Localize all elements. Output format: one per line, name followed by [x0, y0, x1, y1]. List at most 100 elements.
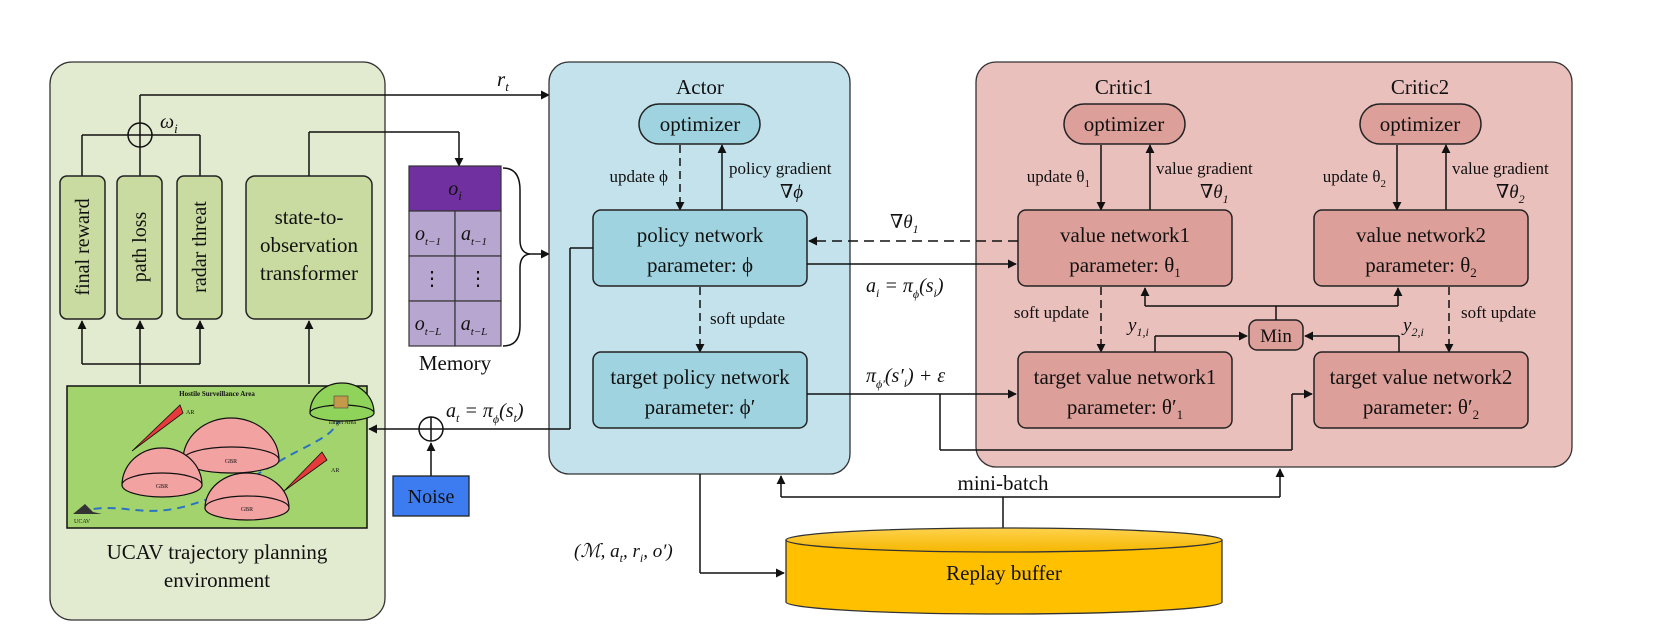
svg-text:GBR: GBR	[241, 507, 253, 513]
replay-buffer: Replay buffer	[785, 527, 1223, 615]
svg-text:Noise: Noise	[408, 486, 455, 508]
action-label: ai = πϕ(si)	[866, 275, 944, 301]
critic2-y-label: y2,i	[1401, 315, 1424, 339]
environment-map: Hostile Surveillance Area GBR GBR GBR Ta…	[66, 382, 375, 529]
airborne-radar-beam	[283, 451, 328, 492]
svg-text:final reward: final reward	[72, 198, 94, 295]
reward-label: rt	[497, 67, 509, 94]
svg-text:parameter: ϕ′: parameter: ϕ′	[645, 395, 756, 419]
svg-text:path loss: path loss	[129, 212, 151, 283]
svg-text:observation: observation	[260, 233, 358, 257]
svg-text:UCAV: UCAV	[74, 519, 91, 525]
svg-text:oi: oi	[448, 178, 462, 203]
actor-policy-gradient-label: policy gradient	[729, 159, 832, 178]
environment-caption: UCAV trajectory planning	[107, 540, 328, 564]
critic1-soft-update-label: soft update	[1014, 303, 1089, 322]
svg-text:optimizer: optimizer	[660, 112, 740, 136]
svg-text:Target Area: Target Area	[328, 420, 356, 426]
value-network2: value network2 parameter: θ2	[1313, 209, 1529, 287]
radar-dome: GBR	[182, 417, 280, 474]
radar-dome: GBR	[121, 447, 203, 498]
svg-text:parameter: θ2: parameter: θ2	[1365, 253, 1477, 280]
svg-text:radar threat: radar threat	[189, 201, 211, 293]
environment-caption-line2: environment	[164, 568, 270, 592]
env-block-path-loss: path loss	[116, 175, 163, 320]
memory-title: Memory	[419, 351, 492, 375]
actor-soft-update-label: soft update	[710, 309, 785, 328]
actor-optimizer: optimizer	[638, 103, 761, 145]
svg-text:target value network2: target value network2	[1330, 365, 1513, 389]
svg-text:ot−L: ot−L	[415, 313, 442, 338]
radar-dome: GBR	[204, 472, 290, 521]
svg-text:parameter: θ′1: parameter: θ′1	[1067, 395, 1183, 422]
critic2-update-label: update θ2	[1323, 167, 1386, 190]
actor-update-label: update ϕ	[609, 167, 668, 186]
svg-text:Min: Min	[1260, 326, 1292, 347]
svg-text:parameter: θ1: parameter: θ1	[1069, 253, 1181, 280]
svg-text:⋮: ⋮	[422, 268, 442, 290]
policy-network: policy network parameter: ϕ	[592, 209, 808, 287]
critic1-y-label: y1,i	[1126, 315, 1149, 339]
critic1-title: Critic1	[1095, 75, 1153, 99]
critic2-soft-update-label: soft update	[1461, 303, 1536, 322]
svg-text:policy network: policy network	[637, 223, 764, 247]
target-value-network2: target value network2 parameter: θ′2	[1313, 351, 1529, 429]
svg-text:parameter: ϕ: parameter: ϕ	[647, 253, 753, 277]
actor-policy-gradient-symbol: ∇ϕ	[780, 182, 803, 203]
critic1-update-label: update θ1	[1027, 167, 1090, 190]
svg-text:AR: AR	[186, 410, 194, 416]
svg-text:optimizer: optimizer	[1380, 112, 1460, 136]
target-value-network1: target value network1 parameter: θ′1	[1017, 351, 1233, 429]
weight-label: ωi	[160, 111, 178, 136]
critic2-title: Critic2	[1391, 75, 1449, 99]
target-action-arrows	[807, 389, 1313, 451]
actor-title: Actor	[676, 75, 724, 99]
svg-text:⋮: ⋮	[468, 268, 488, 290]
svg-text:GBR: GBR	[156, 484, 168, 490]
transition-tuple-label: (ℳ, at, ri, o′)	[574, 541, 673, 565]
env-block-final-reward: final reward	[59, 175, 106, 320]
target-policy-network: target policy network parameter: ϕ′	[592, 351, 808, 429]
svg-text:ot−1: ot−1	[415, 223, 441, 248]
critic1-value-gradient-label: value gradient	[1156, 159, 1253, 178]
critic2-optimizer: optimizer	[1359, 103, 1482, 145]
target-area-dome: Target Area	[309, 382, 375, 426]
svg-text:value network2: value network2	[1356, 223, 1486, 247]
transformer-to-memory-arrow	[308, 131, 464, 176]
state-to-observation-transformer: state-to- observation transformer	[245, 175, 373, 320]
svg-text:transformer: transformer	[260, 261, 358, 285]
target-action-label: πϕ′(s′i) + ε	[866, 365, 945, 391]
transition-to-replay-arrow	[699, 474, 785, 578]
min-block: Min	[1248, 319, 1304, 351]
svg-text:at−L: at−L	[461, 313, 488, 338]
env-block-radar-threat: radar threat	[176, 175, 223, 320]
svg-text:target value network1: target value network1	[1034, 365, 1217, 389]
airborne-radar-beam	[131, 404, 184, 452]
svg-text:optimizer: optimizer	[1084, 112, 1164, 136]
critic1-optimizer: optimizer	[1063, 103, 1186, 145]
svg-text:Hostile Surveillance Area: Hostile Surveillance Area	[179, 390, 255, 398]
map-to-blocks-arrows	[77, 320, 314, 384]
ucav-icon	[73, 504, 102, 514]
mini-batch-label: mini-batch	[958, 471, 1049, 495]
action-to-environment-arrow	[368, 247, 593, 476]
value-network1: value network1 parameter: θ1	[1017, 209, 1233, 287]
mini-batch-arrows	[776, 468, 1285, 528]
critic2-value-gradient-label: value gradient	[1452, 159, 1549, 178]
svg-text:AR: AR	[331, 468, 339, 474]
svg-text:GBR: GBR	[225, 459, 237, 465]
min-connectors	[1140, 287, 1403, 352]
svg-text:at−1: at−1	[461, 223, 487, 248]
critic2-value-gradient-symbol: ∇θ2	[1496, 182, 1525, 206]
svg-text:Replay buffer: Replay buffer	[946, 561, 1062, 585]
svg-text:value network1: value network1	[1060, 223, 1190, 247]
svg-text:target policy network: target policy network	[610, 365, 790, 389]
memory-brace	[502, 167, 531, 347]
grad-theta-label: ∇θ1	[890, 212, 919, 236]
noise-block: Noise	[392, 475, 470, 517]
memory-table: oi ot−1 at−1 ⋮ ⋮ ot−L at−L	[408, 165, 502, 347]
svg-text:parameter: θ′2: parameter: θ′2	[1363, 395, 1479, 422]
svg-text:state-to-: state-to-	[275, 205, 344, 229]
reward-combiner	[81, 90, 550, 176]
